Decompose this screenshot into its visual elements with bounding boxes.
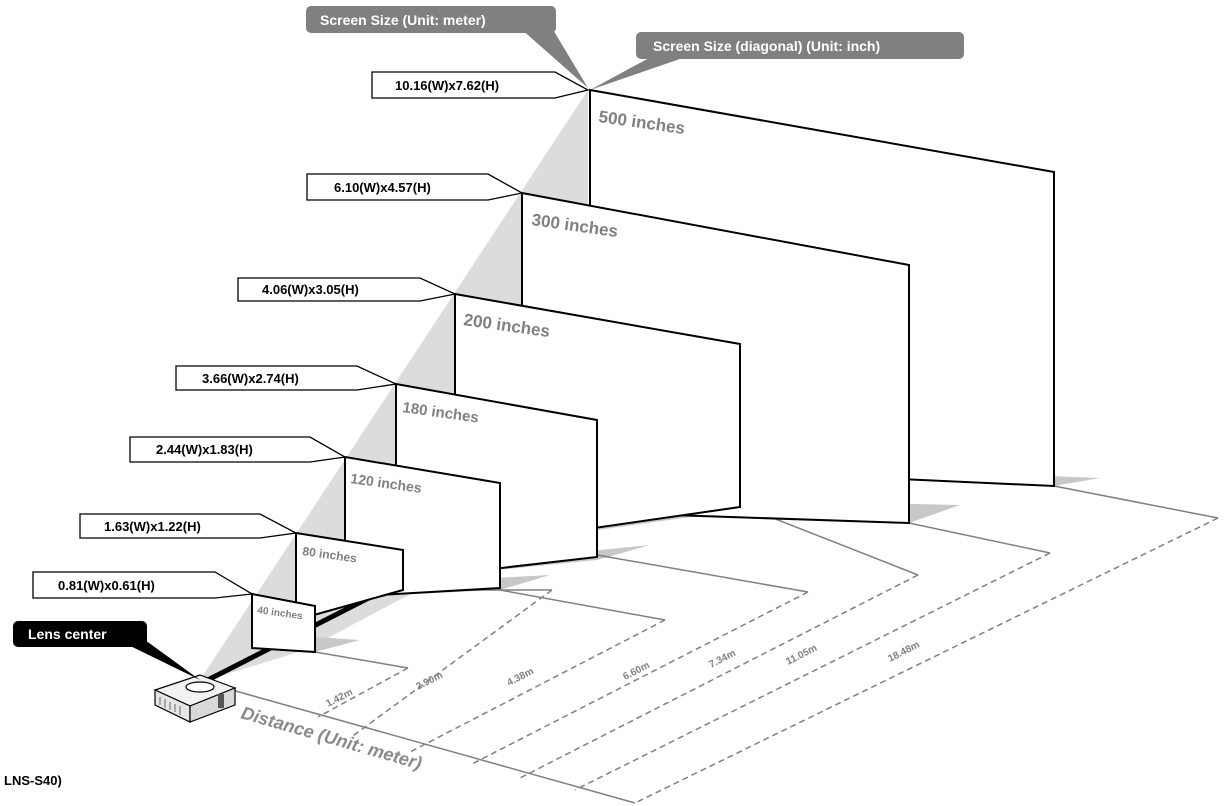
size-label-80: 1.63(W)x1.22(H) [104, 519, 201, 534]
size-label-500: 10.16(W)x7.62(H) [395, 78, 499, 93]
callout-screen-size-inch: Screen Size (diagonal) (Unit: inch) [590, 32, 964, 90]
distance-label-7.34: 7.34m [707, 648, 737, 671]
screen-40 [251, 592, 316, 654]
svg-text:Lens center: Lens center [28, 626, 107, 642]
size-label-200: 4.06(W)x3.05(H) [262, 282, 359, 297]
distance-axis-label: Distance (Unit: meter) [239, 703, 424, 774]
projector-icon [153, 674, 237, 723]
distance-guide-lines [231, 485, 1219, 804]
svg-text:Screen Size (Unit: meter): Screen Size (Unit: meter) [320, 12, 486, 28]
callout-screen-size-meter: Screen Size (Unit: meter) [306, 6, 588, 88]
distance-label-1.42: 1.42m [324, 687, 354, 710]
screens [251, 88, 1055, 654]
distance-label-18.48: 18.48m [886, 639, 921, 664]
callout-lens-center: Lens center [13, 621, 200, 680]
size-label-300: 6.10(W)x4.57(H) [334, 180, 431, 195]
distance-label-2.90: 2.90m [414, 670, 444, 693]
size-label-120: 2.44(W)x1.83(H) [156, 442, 253, 457]
model-label: LNS-S40) [4, 773, 62, 788]
size-label-texts: 10.16(W)x7.62(H) 6.10(W)x4.57(H) 4.06(W)… [58, 78, 499, 593]
size-label-180: 3.66(W)x2.74(H) [202, 371, 299, 386]
svg-text:Screen Size (diagonal) (Unit:: Screen Size (diagonal) (Unit: inch) [653, 38, 880, 54]
size-label-40: 0.81(W)x0.61(H) [58, 578, 155, 593]
screen-80 [295, 531, 404, 622]
distance-label-11.05: 11.05m [784, 643, 819, 668]
distance-label-4.38: 4.38m [505, 666, 535, 689]
size-labels [32, 71, 590, 599]
distance-labels: 1.42m 2.90m 4.38m 6.60m 7.34m 11.05m 18.… [324, 639, 921, 709]
